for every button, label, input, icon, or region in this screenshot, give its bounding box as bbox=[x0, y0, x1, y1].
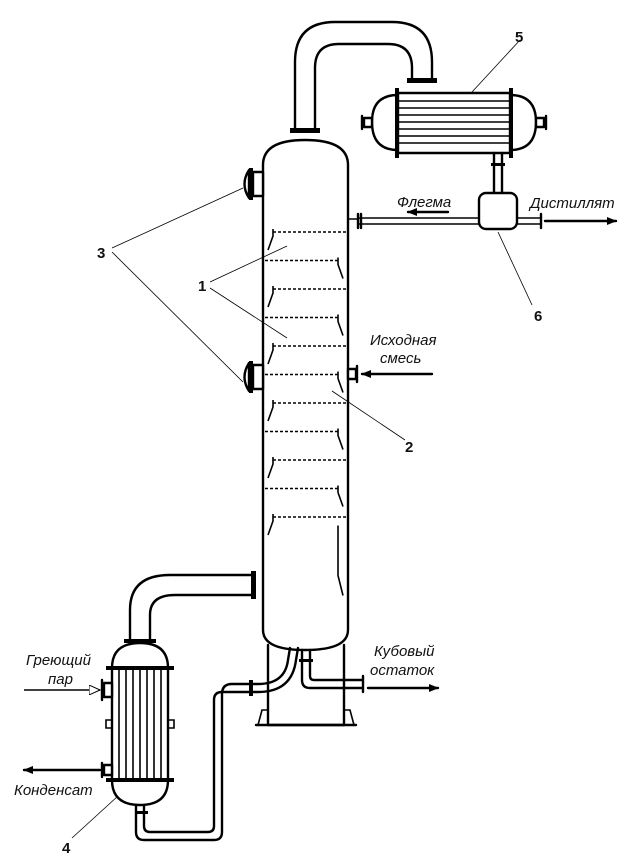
manhole-bottom bbox=[243, 361, 265, 393]
plate bbox=[265, 428, 344, 450]
feed-label-line1: Исходная bbox=[370, 332, 436, 349]
label-1-plates: 1 bbox=[198, 278, 206, 295]
plate bbox=[267, 400, 346, 422]
vapor-pipe bbox=[290, 20, 437, 133]
sump-downcomer bbox=[337, 525, 344, 596]
steam-label-line2: пар bbox=[48, 671, 73, 688]
bottoms-outlet bbox=[299, 648, 440, 694]
plate bbox=[265, 485, 344, 507]
column-shell bbox=[254, 138, 358, 727]
label-5-condenser: 5 bbox=[515, 29, 523, 46]
plate bbox=[265, 371, 344, 393]
label-6-divider: 6 bbox=[534, 308, 542, 325]
manhole-top bbox=[243, 168, 265, 200]
plate bbox=[267, 343, 346, 365]
label-4-reboiler: 4 bbox=[62, 840, 71, 857]
flange bbox=[290, 128, 320, 133]
reflux-divider bbox=[477, 191, 519, 231]
condensate-label: Конденсат bbox=[14, 782, 93, 799]
plate bbox=[265, 257, 344, 279]
label-2-overflow: 2 bbox=[405, 439, 413, 456]
feed-label-line2: смесь bbox=[380, 350, 421, 367]
column-plates bbox=[265, 229, 346, 596]
label-3-manholes: 3 bbox=[97, 245, 105, 262]
plate bbox=[267, 514, 346, 536]
feed-nozzle bbox=[346, 364, 434, 384]
reboiler-tubes bbox=[118, 668, 162, 780]
condenser-tubes bbox=[398, 100, 510, 144]
reflux-line bbox=[330, 208, 479, 230]
steam-label-line1: Греющий bbox=[26, 652, 92, 669]
distillate-line bbox=[517, 212, 618, 230]
circulation-pipe bbox=[134, 646, 300, 842]
plate bbox=[267, 229, 346, 251]
vapor-return-pipe bbox=[124, 571, 256, 643]
leader-lines bbox=[71, 39, 533, 839]
bottoms-label-line2: остаток bbox=[370, 662, 435, 679]
plate bbox=[267, 457, 346, 479]
plate bbox=[267, 286, 346, 308]
distillate-label: Дистиллят bbox=[528, 195, 615, 212]
flange bbox=[407, 78, 437, 83]
reflux-label: Флегма bbox=[397, 194, 451, 211]
plate bbox=[265, 314, 344, 336]
reboiler bbox=[100, 641, 175, 814]
bottoms-label-line1: Кубовый bbox=[374, 643, 435, 660]
condenser bbox=[360, 88, 548, 194]
